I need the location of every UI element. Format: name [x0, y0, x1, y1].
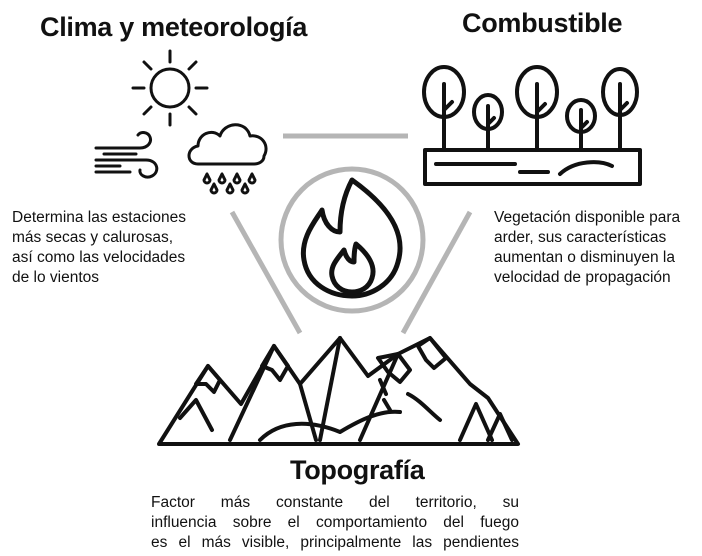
topografia-description: Factor más constante del territorio, su … — [151, 493, 519, 553]
trees-icon — [422, 65, 642, 186]
clima-line-4: de lo vientos — [12, 269, 100, 286]
combustible-line-1: Vegetación disponible para — [494, 209, 681, 226]
wind-icon — [94, 131, 159, 179]
connector-combustible-topografia — [400, 210, 473, 335]
topografia-line-1: Factor más constante del territorio, su — [151, 494, 519, 511]
combustible-description: Vegetación disponible para arder, sus ca… — [494, 208, 680, 288]
combustible-line-2: arder, sus características — [494, 229, 667, 246]
clima-description: Determina las estaciones más secas y cal… — [12, 208, 186, 288]
clima-title: Clima y meteorología — [40, 12, 308, 42]
clima-line-1: Determina las estaciones — [12, 209, 187, 226]
connector-lines — [229, 133, 473, 335]
topografia-line-3: es el más visible, principalmente las pe… — [151, 534, 519, 551]
sun-icon — [131, 49, 209, 127]
combustible-line-4: velocidad de propagación — [494, 269, 671, 286]
mountains-icon — [157, 336, 520, 446]
topografia-line-2: influencia sobre el comportamiento del f… — [151, 514, 519, 531]
fire-icon — [278, 166, 426, 314]
rain-cloud-icon — [187, 123, 268, 195]
topografia-title: Topografía — [290, 455, 425, 485]
clima-line-2: más secas y calurosas, — [12, 229, 174, 246]
combustible-line-3: aumentan o disminuyen la — [494, 249, 675, 266]
connector-clima-topografia — [229, 210, 303, 335]
clima-line-3: así como las velocidades — [12, 249, 186, 266]
combustible-title: Combustible — [462, 8, 623, 38]
